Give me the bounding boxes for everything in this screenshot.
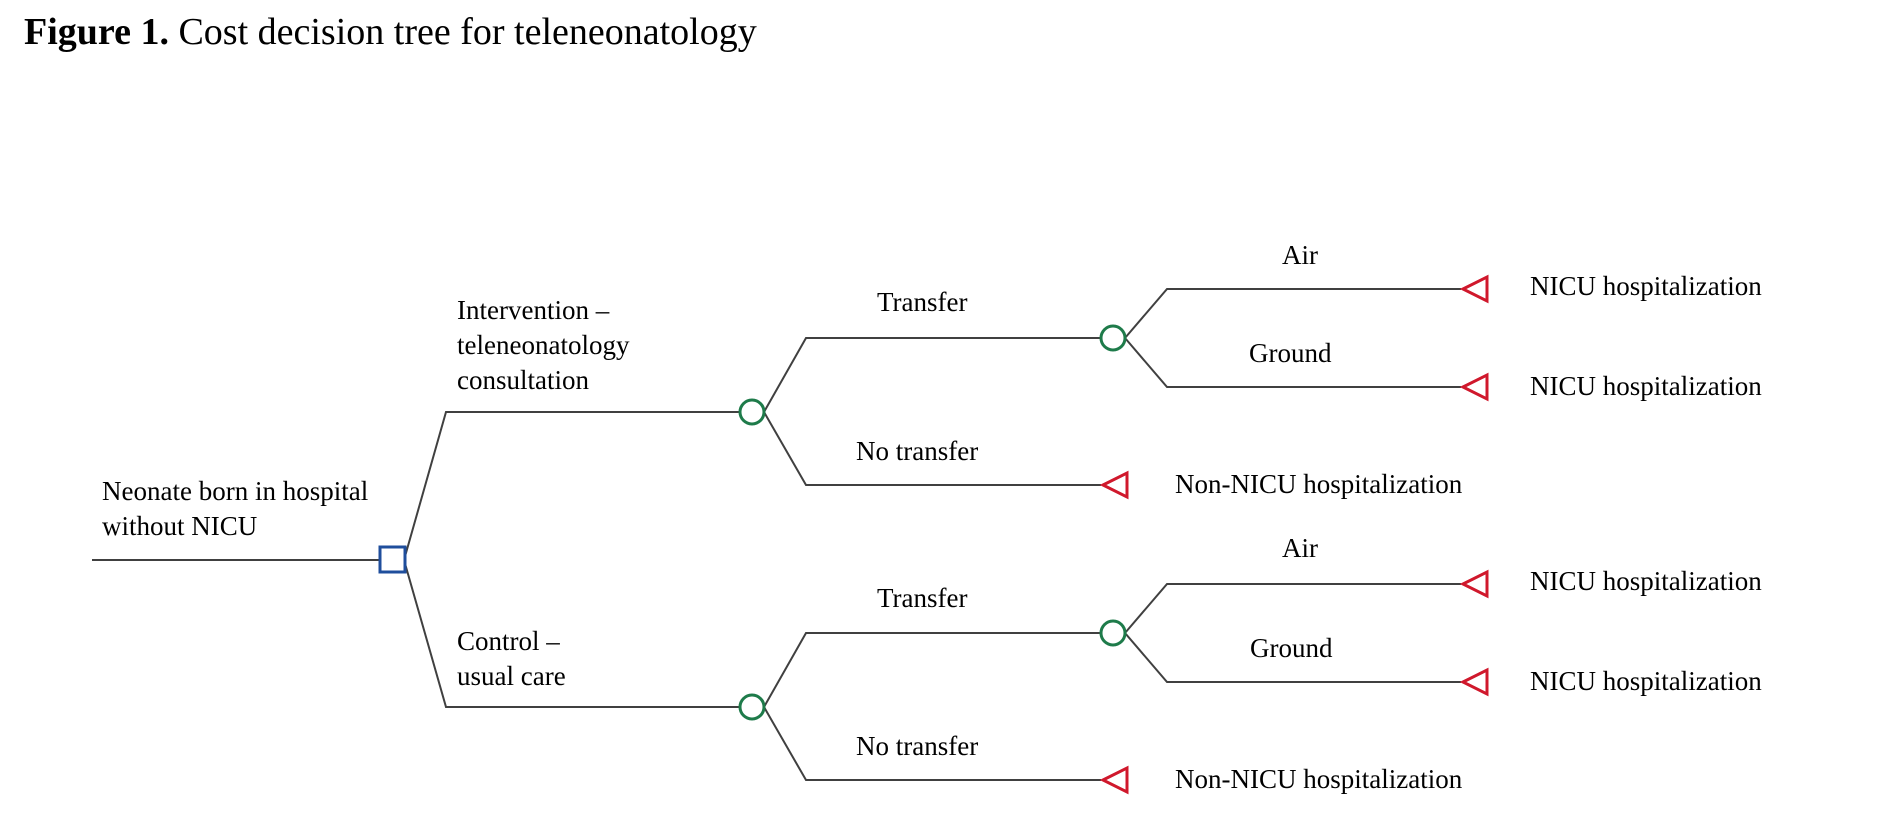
control-no-transfer-outcome: Non-NICU hospitalization — [1175, 764, 1463, 794]
control-air-outcome: NICU hospitalization — [1530, 566, 1762, 596]
intervention-label-line2: teleneonatology — [457, 330, 630, 360]
control-label-line1: Control – — [457, 626, 560, 656]
intervention-transfer-branch — [763, 337, 1101, 413]
terminal-node-control-ground — [1459, 667, 1489, 697]
chance-node-control — [738, 693, 766, 721]
terminal-node-control-no-transfer — [1099, 765, 1129, 795]
intervention-ground-outcome: NICU hospitalization — [1530, 371, 1762, 401]
intervention-label-line3: consultation — [457, 365, 589, 395]
terminal-node-intervention-ground — [1459, 372, 1489, 402]
terminal-node-intervention-no-transfer — [1099, 470, 1129, 500]
figure-label: Figure 1. — [24, 11, 169, 53]
control-label: Control – usual care — [457, 624, 566, 694]
intervention-label: Intervention – teleneonatology consultat… — [457, 293, 629, 398]
figure-caption: Cost decision tree for teleneonatology — [178, 11, 757, 53]
root-label-line1: Neonate born in hospital — [102, 476, 369, 506]
branch-lines — [92, 288, 1461, 781]
intervention-air-branch — [1124, 288, 1461, 339]
intervention-transfer-label: Transfer — [877, 287, 968, 317]
control-air-branch — [1124, 583, 1461, 634]
control-ground-branch — [1124, 632, 1461, 683]
control-ground-label: Ground — [1250, 633, 1333, 663]
intervention-ground-label: Ground — [1249, 338, 1332, 368]
control-no-transfer-branch — [763, 706, 1101, 781]
control-ground-outcome: NICU hospitalization — [1530, 666, 1762, 696]
intervention-no-transfer-branch — [763, 411, 1101, 486]
control-no-transfer-label: No transfer — [856, 731, 979, 761]
intervention-no-transfer-outcome: Non-NICU hospitalization — [1175, 469, 1463, 499]
chance-node-intervention-transfer — [1099, 324, 1127, 352]
terminal-node-intervention-air — [1459, 274, 1489, 304]
control-air-label: Air — [1282, 533, 1318, 563]
intervention-branch — [403, 411, 740, 561]
decision-node — [378, 545, 407, 574]
intervention-no-transfer-label: No transfer — [856, 436, 979, 466]
intervention-ground-branch — [1124, 337, 1461, 388]
intervention-label-line1: Intervention – — [457, 295, 610, 325]
control-branch — [403, 559, 740, 708]
chance-node-intervention — [738, 398, 766, 426]
terminal-node-control-air — [1459, 569, 1489, 599]
chance-node-control-transfer — [1099, 619, 1127, 647]
intervention-air-outcome: NICU hospitalization — [1530, 271, 1762, 301]
intervention-air-label: Air — [1282, 240, 1318, 270]
root-label-line2: without NICU — [102, 511, 258, 541]
root-label: Neonate born in hospital without NICU — [102, 474, 368, 544]
figure-title: Figure 1. Cost decision tree for teleneo… — [24, 10, 757, 54]
control-label-line2: usual care — [457, 661, 566, 691]
control-transfer-branch — [763, 632, 1101, 708]
control-transfer-label: Transfer — [877, 583, 968, 613]
